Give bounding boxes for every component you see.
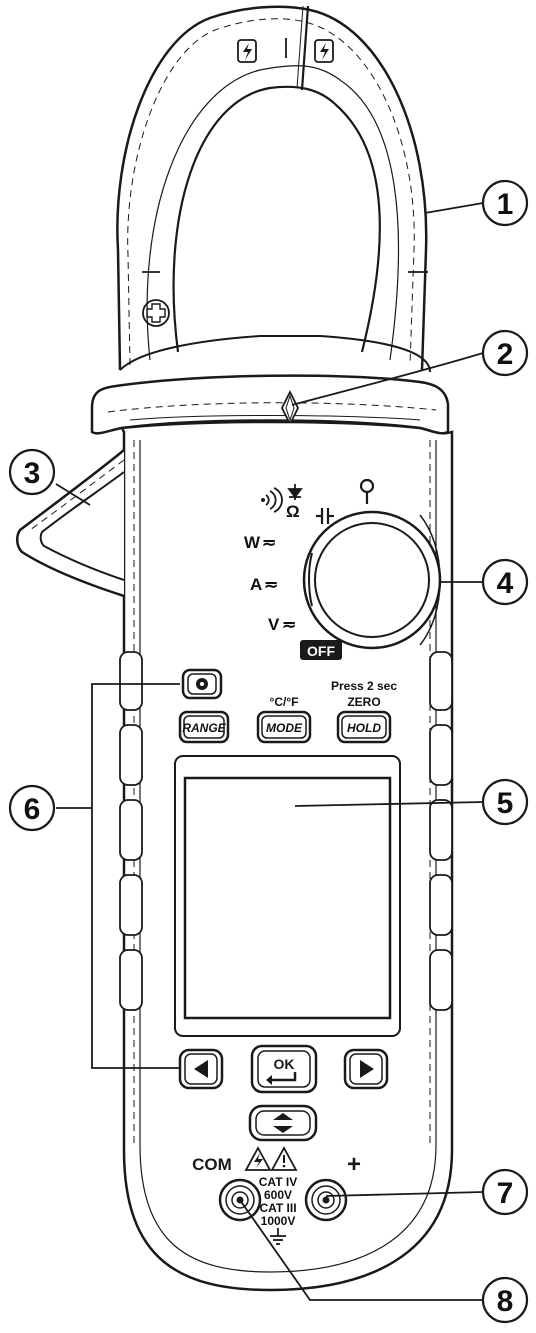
callout-circle xyxy=(481,329,529,377)
plus-input-jack[interactable] xyxy=(304,1178,348,1222)
right-arrow-button[interactable] xyxy=(343,1048,389,1090)
dial-label-v: V xyxy=(268,615,280,634)
continuity-icon xyxy=(261,487,283,513)
lightning-icon xyxy=(314,39,334,63)
diode-icon xyxy=(287,484,303,500)
up-down-button[interactable] xyxy=(248,1104,318,1142)
jaw-trigger xyxy=(16,449,125,598)
dial-label-ohm: Ω xyxy=(286,502,300,521)
dial-label-a-acdc: ≂ xyxy=(264,575,278,594)
range-button-label: RANGE xyxy=(182,721,226,735)
left-arrow-icon xyxy=(194,1060,208,1078)
callout-1: 1 xyxy=(481,179,529,227)
callout-6: 6 xyxy=(8,784,56,832)
callout-number: 4 xyxy=(497,567,514,600)
ok-button-label: OK xyxy=(274,1056,295,1072)
dial-label-w: W xyxy=(244,533,261,552)
com-label: COM xyxy=(192,1155,232,1174)
plus-label: + xyxy=(347,1151,361,1178)
callout-circle xyxy=(481,1168,529,1216)
cat-line-2: 600V xyxy=(264,1188,292,1202)
callout-number: 6 xyxy=(24,793,41,826)
cat-rating: CAT IV 600V CAT III 1000V xyxy=(259,1175,297,1228)
callout-number: 7 xyxy=(497,1177,514,1210)
dial-label-a: A xyxy=(250,575,262,594)
warning-caution-icon xyxy=(270,1146,298,1171)
backlight-button[interactable] xyxy=(181,668,223,700)
callout-circle xyxy=(481,778,529,826)
enter-icon xyxy=(272,1072,297,1082)
up-arrow-icon xyxy=(273,1113,293,1120)
callout-2: 2 xyxy=(481,329,529,377)
callout-number: 5 xyxy=(497,787,514,820)
hold-button[interactable] xyxy=(336,710,392,744)
callout-5: 5 xyxy=(481,778,529,826)
enter-arrow-icon xyxy=(266,1075,272,1085)
mode-caption: °C/°F xyxy=(270,695,299,709)
dial-label-v-acdc: ≂ xyxy=(282,615,296,634)
capacitor-icon xyxy=(316,508,334,524)
callout-circle xyxy=(481,558,529,606)
callout-circle xyxy=(481,179,529,227)
hold-caption-line2: ZERO xyxy=(347,695,380,709)
callout-circle xyxy=(8,448,56,496)
hold-button-label: HOLD xyxy=(347,721,381,735)
warning-lightning-icon xyxy=(244,1146,272,1171)
callout-number: 3 xyxy=(24,457,41,490)
cat-line-1: CAT IV xyxy=(259,1175,297,1189)
lightning-icon xyxy=(237,39,257,63)
callout-circle xyxy=(481,1276,529,1324)
crosshair-icon xyxy=(142,299,170,327)
callout-number: 1 xyxy=(497,188,514,221)
left-arrow-button[interactable] xyxy=(178,1048,224,1090)
cat-line-3: CAT III xyxy=(259,1201,296,1215)
ok-button[interactable] xyxy=(250,1044,318,1094)
cat-line-4: 1000V xyxy=(261,1214,296,1228)
off-label: OFF xyxy=(307,643,335,659)
callout-number: 2 xyxy=(497,338,514,371)
range-button[interactable] xyxy=(178,710,230,744)
rotary-dial[interactable] xyxy=(302,510,442,650)
clamp-jaw xyxy=(116,5,428,371)
callout-4: 4 xyxy=(481,558,529,606)
side-grips-left xyxy=(119,651,143,1011)
callout-3: 3 xyxy=(8,448,56,496)
dial-markings: OFF OFF V ≂ A ≂ W ≂ Ω xyxy=(244,478,375,660)
mode-button[interactable] xyxy=(256,710,312,744)
callouts: 1 2 3 4 5 6 7 8 xyxy=(8,179,529,1324)
dial-guard xyxy=(419,514,441,646)
off-badge xyxy=(300,640,342,660)
callout-7: 7 xyxy=(481,1168,529,1216)
side-grips-right xyxy=(429,651,453,1011)
mode-button-label: MODE xyxy=(266,721,303,735)
leader-lines xyxy=(55,202,484,1301)
callout-number: 8 xyxy=(497,1285,514,1318)
down-arrow-icon xyxy=(273,1126,293,1133)
temperature-probe-icon xyxy=(359,478,375,504)
hold-caption-line1: Press 2 sec xyxy=(331,679,397,693)
callout-circle xyxy=(8,784,56,832)
right-arrow-icon xyxy=(360,1060,374,1078)
dial-label-w-acdc: ≂ xyxy=(262,533,276,552)
ground-icon xyxy=(270,1228,286,1245)
callout-8: 8 xyxy=(481,1276,529,1324)
lcd-display xyxy=(174,755,401,1037)
